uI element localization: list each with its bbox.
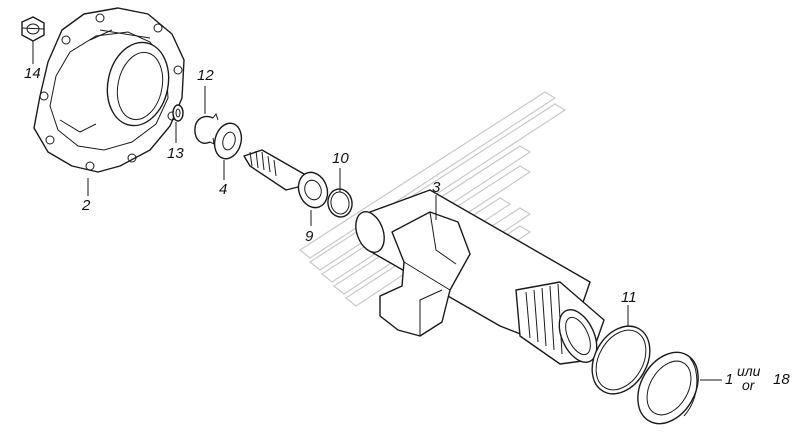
label-part-13: 13 <box>167 145 184 162</box>
part-2-cover <box>33 7 185 173</box>
part-bolt-stem <box>243 149 329 209</box>
part-13-small-ring <box>172 104 184 122</box>
part-10-ring <box>327 188 353 218</box>
label-part-11: 11 <box>621 289 637 306</box>
part-3-shaft <box>355 189 605 365</box>
label-part-1-alt-word: или <box>737 363 761 379</box>
label-part-2: 2 <box>82 197 91 214</box>
label-part-1-alt-word2: or <box>742 377 755 393</box>
part-4-washer <box>213 122 243 160</box>
label-part-10: 10 <box>332 150 349 167</box>
label-part-14: 14 <box>24 65 41 82</box>
leader-lines <box>32 41 722 381</box>
label-part-3: 3 <box>432 179 441 196</box>
part-1-seal <box>637 351 699 425</box>
part-14-nut <box>21 16 45 42</box>
label-part-1: 1 <box>725 371 734 388</box>
part-12-snap-ring <box>194 112 219 145</box>
label-part-18: 18 <box>773 371 790 388</box>
part-11-o-ring <box>591 325 651 395</box>
label-part-4: 4 <box>219 181 228 198</box>
label-part-12: 12 <box>197 67 214 84</box>
label-part-9: 9 <box>305 228 314 245</box>
